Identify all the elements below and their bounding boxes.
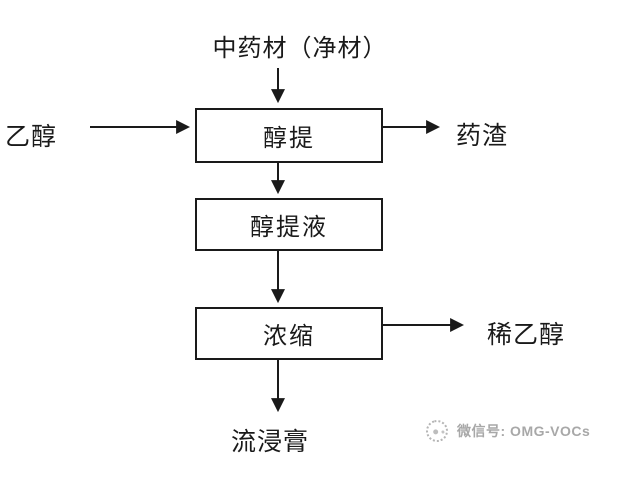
process-box-alcohol-extraction: 醇提 bbox=[195, 108, 383, 163]
label-ethanol-input: 乙醇 bbox=[5, 124, 58, 151]
wechat-logo-icon bbox=[423, 417, 451, 445]
process-box-concentration: 浓缩 bbox=[195, 307, 383, 360]
process-box-label: 醇提 bbox=[263, 126, 315, 152]
process-box-label: 醇提液 bbox=[250, 215, 328, 241]
label-source-material: 中药材（净材） bbox=[212, 36, 388, 62]
label-residue-output: 药渣 bbox=[456, 123, 509, 150]
process-box-label: 浓缩 bbox=[263, 324, 315, 350]
process-box-extract-liquid: 醇提液 bbox=[195, 198, 383, 251]
label-dilute-ethanol-output: 稀乙醇 bbox=[487, 322, 566, 349]
watermark-text: 微信号: OMG-VOCs bbox=[457, 423, 591, 439]
watermark: 微信号: OMG-VOCs bbox=[423, 417, 591, 445]
label-fluid-extract-output: 流浸膏 bbox=[231, 429, 310, 456]
